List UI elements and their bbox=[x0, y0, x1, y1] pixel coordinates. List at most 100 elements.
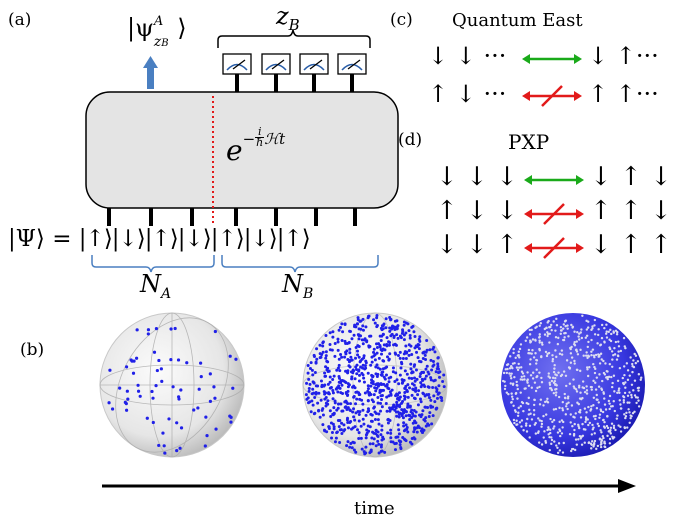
sphere-point bbox=[326, 382, 330, 386]
sphere-point bbox=[375, 323, 379, 327]
sphere-point bbox=[417, 389, 421, 393]
sphere-point bbox=[575, 443, 579, 446]
sphere-point bbox=[374, 372, 378, 376]
sphere-point bbox=[626, 401, 629, 404]
sphere-point bbox=[586, 356, 589, 360]
sphere-point bbox=[351, 385, 355, 389]
sphere-point bbox=[403, 390, 407, 394]
sphere-point bbox=[404, 321, 408, 325]
sphere-point bbox=[374, 432, 378, 436]
sphere-point bbox=[442, 373, 446, 377]
forbidden-transition-icon bbox=[524, 237, 584, 259]
sphere-point bbox=[594, 417, 597, 421]
sphere-point bbox=[414, 388, 418, 392]
sphere-point bbox=[351, 410, 355, 414]
sphere-point bbox=[592, 362, 595, 366]
sphere-point bbox=[419, 400, 423, 404]
sphere-point bbox=[392, 335, 396, 339]
sphere-point bbox=[587, 320, 590, 323]
sphere-point bbox=[612, 354, 615, 357]
sphere-point bbox=[369, 419, 373, 423]
sphere-point bbox=[610, 385, 614, 389]
sphere-point bbox=[369, 334, 373, 338]
sphere-point bbox=[554, 329, 557, 332]
sphere-point bbox=[331, 335, 335, 339]
sphere-point bbox=[384, 326, 388, 330]
sphere-point bbox=[622, 395, 625, 398]
sphere-point bbox=[522, 429, 525, 432]
sphere-point bbox=[606, 434, 609, 438]
sphere-point bbox=[585, 389, 589, 392]
sphere-point bbox=[308, 400, 312, 404]
sphere-point bbox=[331, 330, 335, 334]
sphere-point bbox=[371, 430, 375, 434]
sphere-point bbox=[228, 354, 232, 358]
sphere-point bbox=[584, 336, 588, 339]
sphere-point bbox=[366, 399, 370, 403]
pxp-transitions bbox=[524, 175, 584, 259]
sphere-point bbox=[348, 351, 352, 355]
sphere-point bbox=[387, 340, 391, 344]
sphere-point bbox=[588, 365, 591, 369]
sphere-point bbox=[597, 385, 601, 388]
sphere-point bbox=[617, 387, 621, 390]
sphere-point bbox=[540, 422, 544, 426]
sphere-point bbox=[333, 354, 337, 358]
sphere-point bbox=[527, 402, 530, 406]
sphere-point bbox=[356, 353, 360, 357]
sphere-point bbox=[531, 377, 535, 380]
sphere-point bbox=[608, 407, 611, 411]
sphere-point bbox=[162, 444, 166, 448]
sphere-point bbox=[612, 426, 616, 430]
sphere-point bbox=[312, 353, 316, 357]
sphere-point bbox=[593, 432, 596, 435]
sphere-point bbox=[367, 409, 371, 413]
sphere-point bbox=[372, 347, 376, 351]
sphere-point bbox=[197, 387, 201, 391]
sphere-point bbox=[135, 328, 139, 332]
sphere-point bbox=[613, 390, 616, 393]
sphere-point bbox=[559, 332, 562, 335]
sphere-point bbox=[316, 401, 320, 405]
sphere-point bbox=[602, 391, 605, 394]
sphere-point bbox=[587, 340, 590, 344]
sphere-point bbox=[318, 343, 322, 347]
sphere-point bbox=[540, 419, 543, 423]
sphere-point bbox=[353, 425, 357, 429]
sphere-point bbox=[528, 333, 532, 336]
sphere-point bbox=[629, 356, 632, 359]
sphere-point bbox=[625, 362, 629, 365]
sphere-point bbox=[347, 360, 351, 364]
sphere-point bbox=[373, 410, 377, 414]
sphere-point bbox=[343, 400, 347, 404]
sphere-point bbox=[407, 329, 411, 333]
sphere-point bbox=[331, 422, 335, 426]
sphere-point bbox=[430, 368, 434, 372]
sphere-point bbox=[379, 326, 383, 330]
up-arrow-icon bbox=[143, 56, 158, 89]
sphere-point bbox=[382, 359, 386, 363]
sphere-point bbox=[364, 413, 368, 417]
allowed-transition-icon bbox=[522, 54, 582, 64]
sphere-point bbox=[175, 449, 179, 453]
sphere-point bbox=[384, 401, 388, 405]
sphere-point bbox=[596, 422, 599, 425]
sphere-point bbox=[564, 319, 568, 322]
sphere-point bbox=[337, 425, 341, 429]
sphere-point bbox=[594, 388, 598, 391]
sphere-point bbox=[540, 355, 543, 359]
sphere-point bbox=[520, 419, 524, 422]
sphere-point bbox=[390, 388, 394, 392]
sphere-point bbox=[618, 391, 621, 394]
sphere-point bbox=[395, 333, 399, 337]
sphere-point bbox=[408, 417, 412, 421]
sphere-point bbox=[322, 390, 326, 394]
sphere-point bbox=[432, 394, 436, 398]
sphere-point bbox=[602, 436, 605, 440]
sphere-point bbox=[543, 430, 546, 433]
sphere-point bbox=[600, 336, 604, 340]
sphere-point bbox=[637, 389, 640, 392]
sphere-point bbox=[559, 325, 563, 329]
sphere-point bbox=[126, 397, 130, 401]
sphere-point bbox=[594, 353, 598, 357]
